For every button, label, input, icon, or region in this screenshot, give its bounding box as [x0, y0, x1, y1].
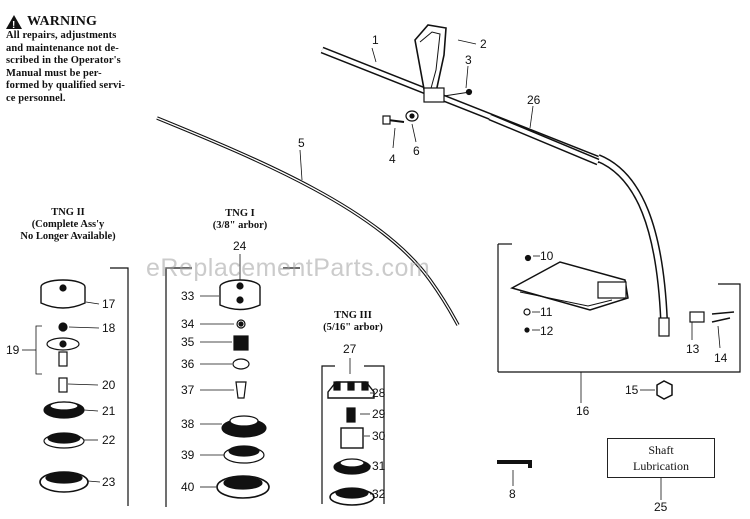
- part-label-12: 12: [540, 324, 554, 338]
- part-label-32: 32: [372, 487, 386, 501]
- part-label-34: 34: [181, 317, 195, 331]
- guard-assembly-box: [497, 243, 741, 403]
- part-label-17: 17: [102, 297, 116, 311]
- part-label-30: 30: [372, 429, 386, 443]
- tng2-note: No Longer Available): [20, 231, 116, 242]
- part-label-5: 5: [298, 136, 305, 150]
- part-label-38: 38: [181, 417, 195, 431]
- part-label-15: 15: [625, 383, 639, 397]
- tng2-subtitle: (Complete Ass'y: [31, 219, 105, 230]
- part-label-25: 25: [654, 500, 668, 514]
- part-label-24: 24: [233, 239, 247, 253]
- tng1-header: TNG I (3/8" arbor): [196, 208, 284, 232]
- tng3-subtitle: (5/16" arbor): [323, 322, 383, 333]
- part-label-31: 31: [372, 459, 386, 473]
- shaft-lubrication-box: Shaft Lubrication: [607, 438, 715, 478]
- part-label-37: 37: [181, 383, 195, 397]
- warning-line: All repairs, adjustments: [6, 30, 117, 41]
- shaft-rod: [488, 113, 600, 166]
- part-label-8: 8: [509, 487, 516, 501]
- tng2-header: TNG II (Complete Ass'y No Longer Availab…: [12, 207, 124, 243]
- warning-line: ce personnel.: [6, 92, 66, 104]
- warning-note: ! WARNING All repairs, adjustments and m…: [6, 14, 184, 106]
- part-label-11: 11: [540, 305, 553, 319]
- part-label-27: 27: [343, 342, 357, 356]
- warning-line: Manual must be per-: [6, 67, 102, 79]
- tng1-subtitle: (3/8" arbor): [212, 220, 268, 231]
- shaft-box-line: Lubrication: [633, 459, 689, 473]
- part-label-29: 29: [372, 407, 386, 421]
- part-label-39: 39: [181, 448, 195, 462]
- part-label-18: 18: [102, 321, 116, 335]
- part-label-26: 26: [527, 93, 541, 107]
- part-label-16: 16: [576, 404, 590, 418]
- flex-cable: [156, 116, 460, 326]
- shaft-box-line: Shaft: [648, 443, 674, 457]
- part-label-4: 4: [389, 152, 396, 166]
- part-label-3: 3: [465, 53, 472, 67]
- tng3-assembly: [321, 358, 385, 506]
- warning-line: formed by qualified servi-: [6, 80, 125, 92]
- part-label-10: 10: [540, 249, 554, 263]
- part-label-20: 20: [102, 378, 116, 392]
- tng3-header: TNG III (5/16" arbor): [306, 310, 400, 334]
- tng3-title: TNG III: [334, 310, 372, 321]
- part-label-23: 23: [102, 475, 116, 489]
- warning-line: and maintenance not de-: [6, 42, 119, 54]
- part-label-35: 35: [181, 335, 195, 349]
- tng2-title: TNG II: [51, 207, 85, 218]
- tng2-assembly: [22, 267, 129, 506]
- watermark-text: eReplacementParts.com: [146, 254, 431, 282]
- tng1-title: TNG I: [225, 208, 255, 219]
- part-label-40: 40: [181, 480, 195, 494]
- warning-icon: !: [6, 15, 22, 31]
- warning-line: scribed in the Operator's: [6, 55, 121, 67]
- warning-title-text: WARNING: [27, 14, 97, 29]
- part-label-1: 1: [372, 33, 379, 47]
- part-label-36: 36: [181, 357, 195, 371]
- part-label-14: 14: [714, 351, 728, 365]
- part-label-6: 6: [413, 144, 420, 158]
- warning-title: ! WARNING: [6, 14, 184, 31]
- handle: [414, 24, 447, 103]
- part-label-28: 28: [372, 386, 386, 400]
- part-label-19: 19: [6, 343, 20, 357]
- part-label-13: 13: [686, 342, 700, 356]
- part-label-2: 2: [480, 37, 487, 51]
- part-label-22: 22: [102, 433, 116, 447]
- tng1-assembly: [165, 254, 300, 507]
- part-label-33: 33: [181, 289, 195, 303]
- part-label-21: 21: [102, 404, 116, 418]
